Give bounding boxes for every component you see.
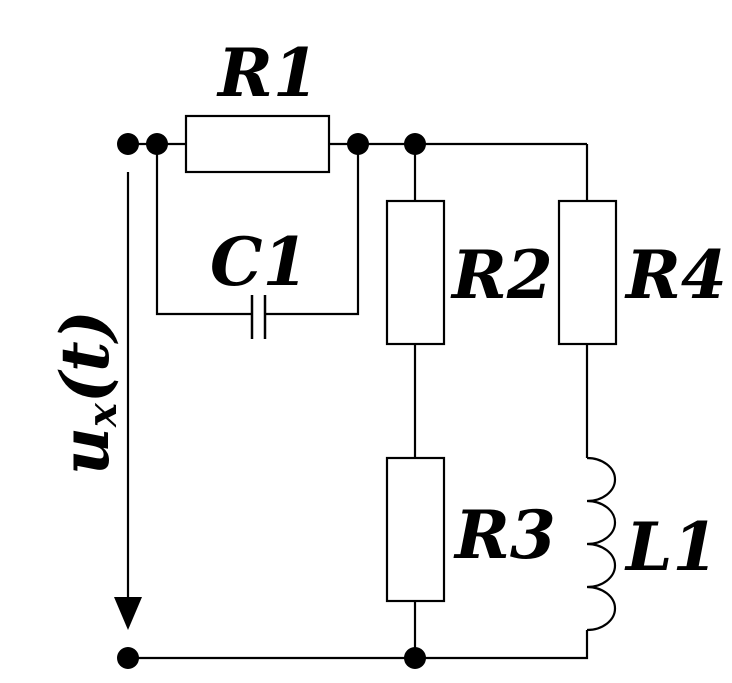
resistor-r1	[184, 114, 331, 174]
source-argument: (t)	[46, 310, 124, 403]
wire-c1-loop-left	[155, 144, 252, 316]
terminal-bottom-left	[117, 647, 139, 669]
inductor-l1	[586, 456, 617, 632]
resistor-r3	[385, 456, 446, 603]
label-source-voltage: ux(t)	[46, 310, 126, 475]
junction-r1-left	[146, 133, 168, 155]
junction-bottom-middle	[404, 647, 426, 669]
resistor-r2	[385, 199, 446, 346]
junction-top-middle	[404, 133, 426, 155]
label-r2: R2	[450, 236, 553, 314]
wire-l1-bottom	[128, 630, 589, 660]
label-r3: R3	[453, 496, 556, 574]
resistor-r4	[557, 199, 618, 346]
voltage-arrow-head	[114, 597, 142, 630]
label-l1: L1	[624, 508, 718, 586]
terminal-top-left	[117, 133, 139, 155]
label-r4: R4	[624, 236, 727, 314]
label-c1: C1	[210, 223, 308, 301]
source-subscript: x	[79, 402, 126, 428]
junction-r1-right	[347, 133, 369, 155]
label-r1: R1	[216, 34, 319, 112]
source-symbol: u	[46, 427, 124, 475]
wire-c1-loop-right	[265, 144, 360, 316]
